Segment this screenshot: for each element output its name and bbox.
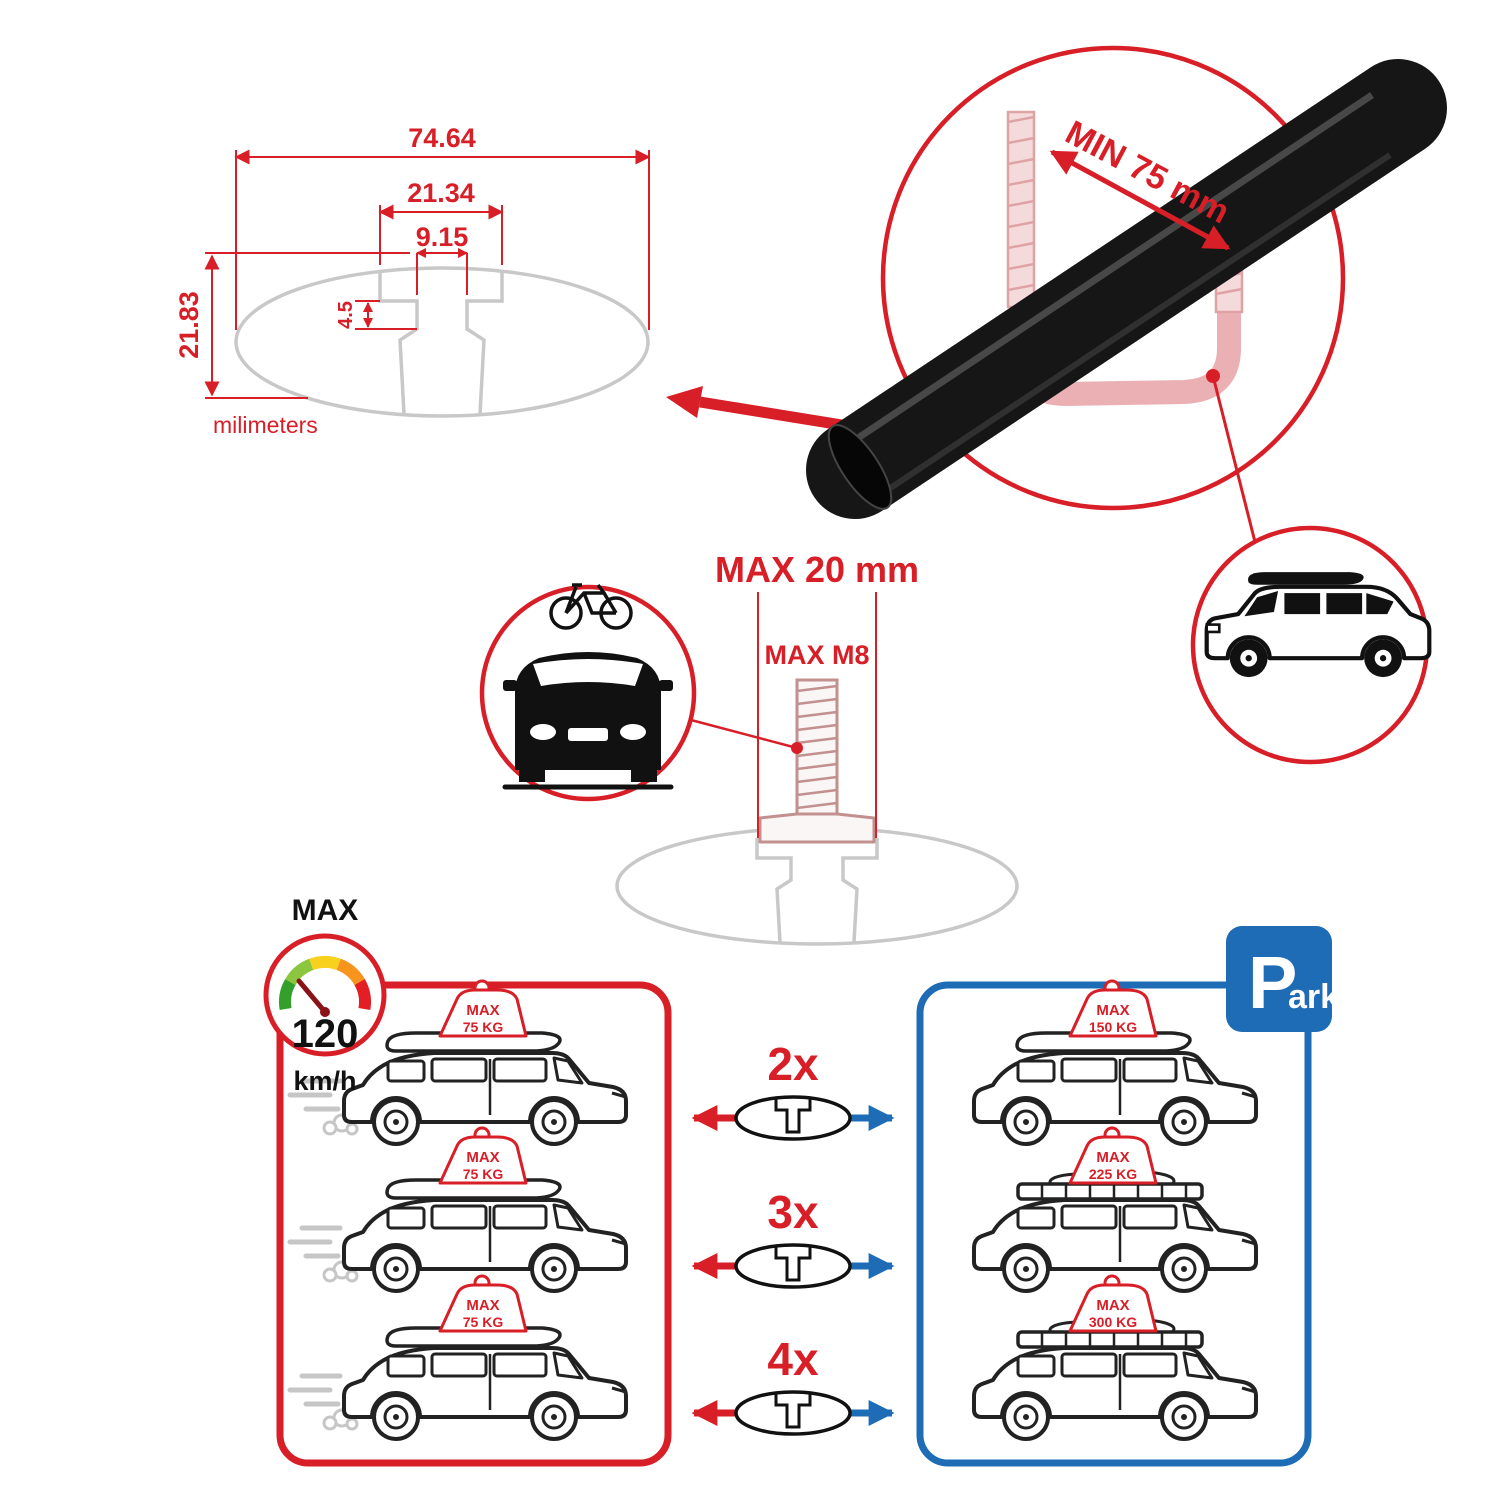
- roof-load-sign: MAX 75 KG: [438, 979, 528, 1038]
- dim-slot-outer-width: 21.34: [407, 178, 475, 208]
- crossbar-profile-outline: [234, 266, 650, 418]
- driving-car-1: MAX 75 KG: [290, 979, 628, 1146]
- speed-limit-badge: MAX 120 km/h: [263, 894, 387, 1096]
- t-bolt: [758, 678, 876, 844]
- crossbar-render: [806, 59, 1447, 519]
- crossbar-count-icon: [734, 1095, 852, 1141]
- vehicle-roofbox-circle: [1190, 525, 1432, 765]
- driving-car-3: MAX 75 KG: [290, 1274, 628, 1441]
- sign-load-value: 75 KG: [463, 1019, 504, 1035]
- parked-car-3: MAX 300 KG: [972, 1274, 1258, 1441]
- dim-slot-inner-width: 9.15: [416, 222, 469, 252]
- sign-load-value: 75 KG: [463, 1166, 504, 1182]
- roof-load-sign: MAX 75 KG: [438, 1126, 528, 1185]
- sign-max-label: MAX: [466, 1149, 499, 1166]
- sign-load-value: 300 KG: [1089, 1314, 1137, 1330]
- max-bolt-size-label: MAX M8: [764, 640, 869, 670]
- park-sign-p: P: [1248, 941, 1297, 1024]
- sign-max-label: MAX: [1096, 1297, 1129, 1314]
- dim-total-width: 74.64: [408, 123, 476, 153]
- parked-car-2: MAX 225 KG: [972, 1126, 1258, 1293]
- multiplier-label: 4x: [767, 1333, 819, 1385]
- dimension-diagram: 74.64 21.34 9.15 4.5 21.83 milimeters: [174, 123, 651, 438]
- sign-load-value: 150 KG: [1089, 1019, 1137, 1035]
- sign-max-label: MAX: [466, 1297, 499, 1314]
- crossbar-count-icon: [734, 1390, 852, 1436]
- car-front-icon: [502, 652, 674, 790]
- dimension-lines: [204, 149, 651, 399]
- multiplier-row-2: 3x: [691, 1186, 895, 1289]
- dim-total-height: 21.83: [174, 291, 204, 359]
- roof-load-sign: MAX 75 KG: [438, 1274, 528, 1333]
- min-span-arrow: [1049, 149, 1231, 251]
- sign-max-label: MAX: [466, 1002, 499, 1019]
- park-sign-ark: ark: [1288, 978, 1339, 1016]
- dim-lip-depth: 4.5: [335, 301, 357, 329]
- faded-profile: [615, 826, 1019, 946]
- driving-car-2: MAX 75 KG: [290, 1126, 628, 1293]
- crossbar-detail-circle: MIN 75 mm: [806, 45, 1447, 519]
- roof-load-sign: MAX 150 KG: [1068, 979, 1158, 1038]
- sign-max-label: MAX: [1096, 1002, 1129, 1019]
- suv-with-roof-box: [1204, 572, 1432, 678]
- crossbar-count-icon: [734, 1243, 852, 1289]
- bolt-detail: MAX 20 mm MAX M8: [615, 549, 1019, 946]
- slot-width-extents: [757, 592, 877, 838]
- sign-max-label: MAX: [1096, 1149, 1129, 1166]
- speed-unit: km/h: [293, 1066, 356, 1096]
- callout-line-bolt: [690, 718, 798, 750]
- bicycle-icon: [549, 583, 633, 630]
- multiplier-label: 3x: [767, 1186, 819, 1238]
- sign-load-value: 75 KG: [463, 1314, 504, 1330]
- sign-load-value: 225 KG: [1089, 1166, 1137, 1182]
- max-slot-width-label: MAX 20 mm: [715, 549, 919, 590]
- park-sign: P ark: [1226, 926, 1339, 1032]
- gauge-needle: [296, 978, 328, 1015]
- multiplier-label: 2x: [767, 1038, 819, 1090]
- roof-load-sign: MAX 225 KG: [1068, 1126, 1158, 1185]
- bike-car-circle: [479, 583, 697, 802]
- units-label: milimeters: [213, 412, 318, 438]
- multiplier-row-3: 4x: [691, 1333, 895, 1436]
- multiplier-row-1: 2x: [691, 1038, 895, 1141]
- speed-value: 120: [292, 1012, 359, 1056]
- callout-line-vehicle: [1211, 375, 1257, 543]
- parked-car-1: MAX 150 KG: [972, 979, 1258, 1146]
- bolt-callout-dot: [791, 742, 803, 754]
- gauge-icon: [279, 955, 371, 1011]
- speed-max-label: MAX: [292, 894, 359, 927]
- roof-load-sign: MAX 300 KG: [1068, 1274, 1158, 1333]
